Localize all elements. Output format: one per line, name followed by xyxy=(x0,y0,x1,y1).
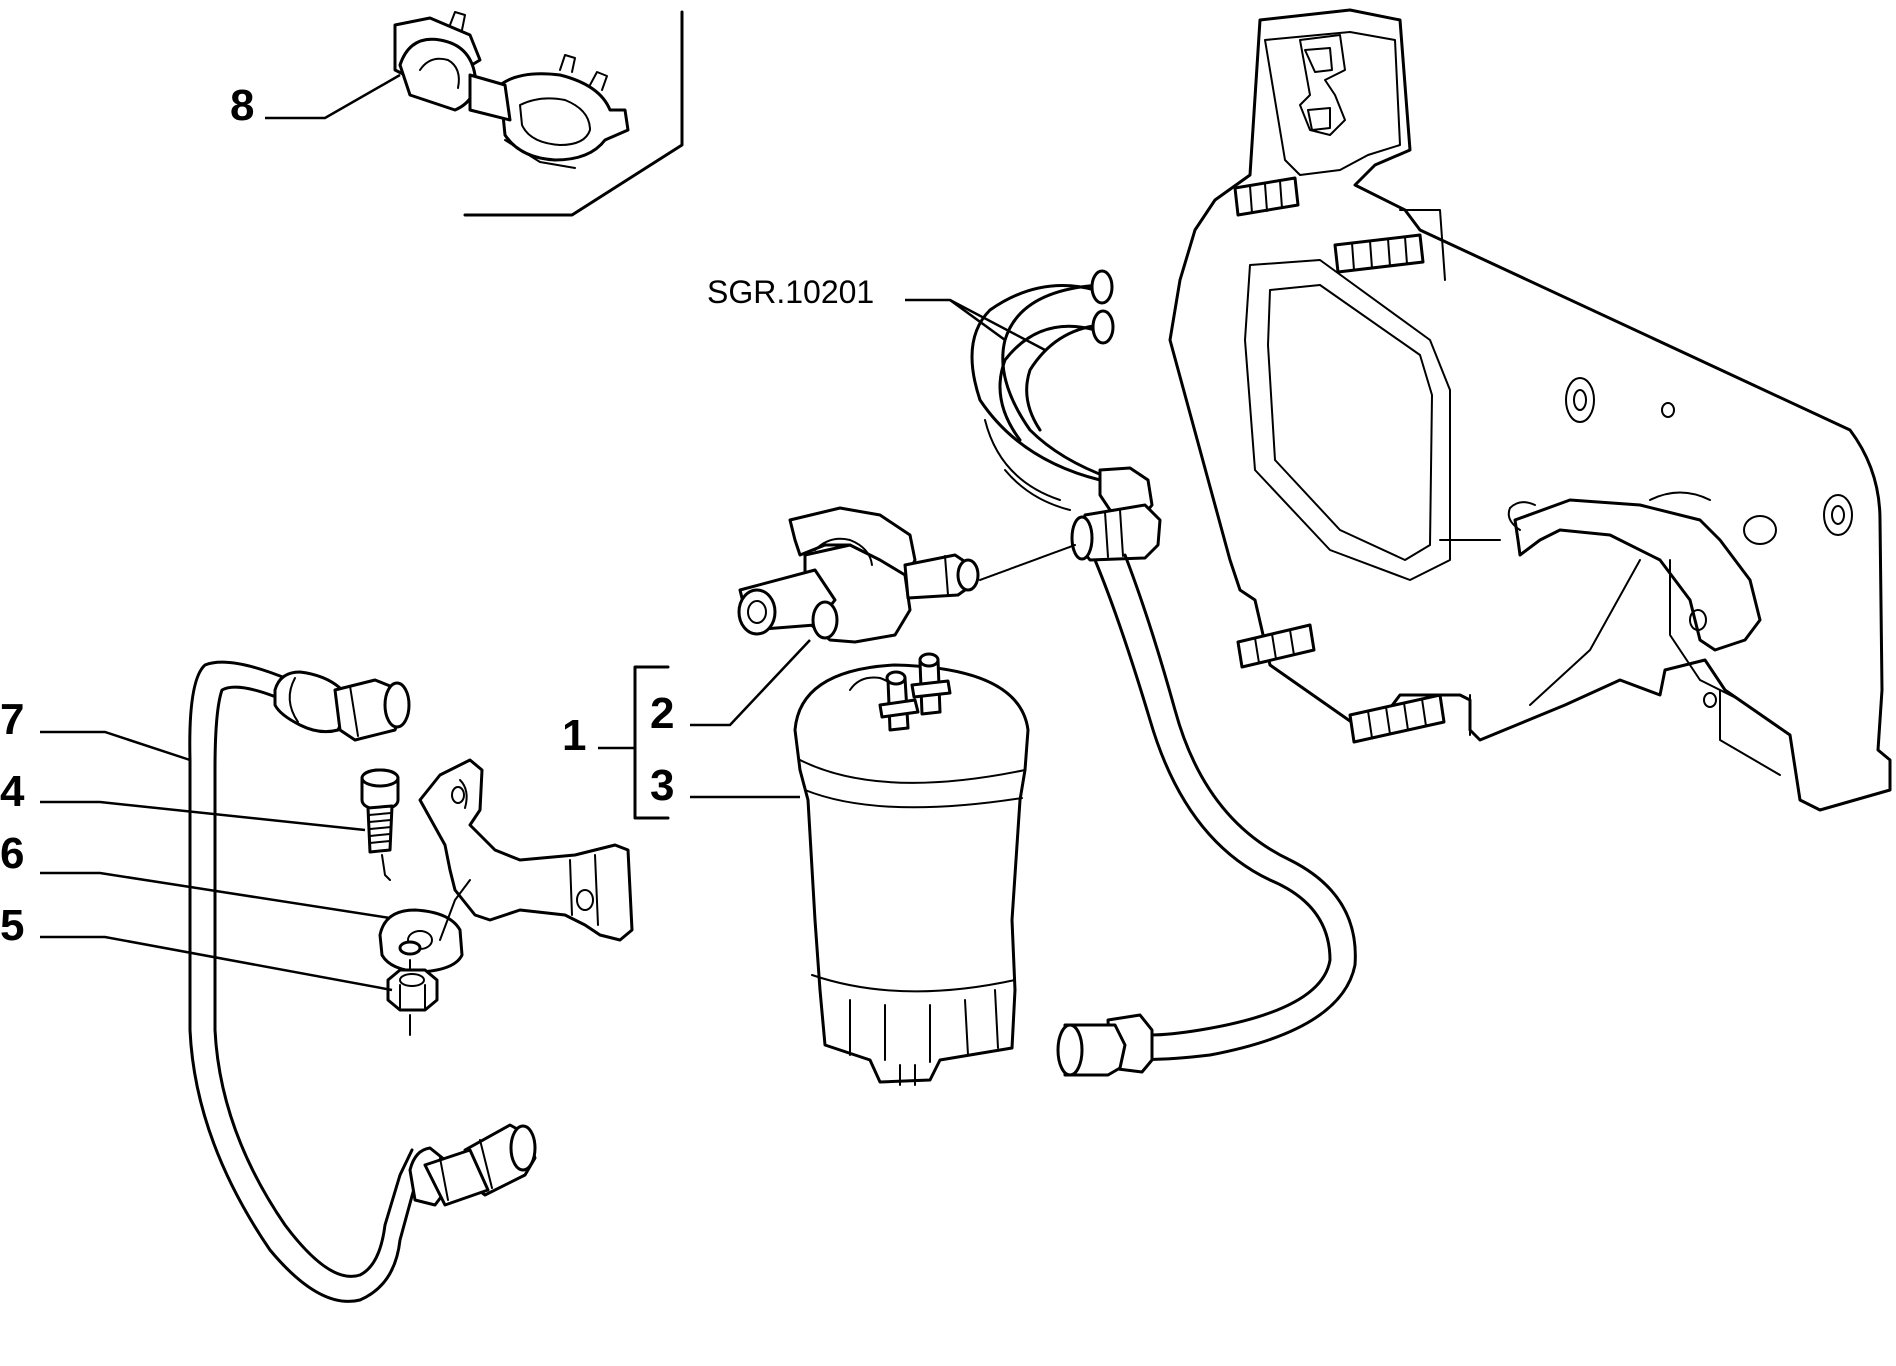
leader-line-6 xyxy=(40,871,391,920)
bracket-stud xyxy=(1236,623,1316,669)
bolt-part-4[interactable] xyxy=(360,768,400,881)
callout-1: 1 xyxy=(562,711,586,760)
bracket-stud xyxy=(1333,233,1425,274)
leader-line-8 xyxy=(265,73,401,120)
bracket-stud xyxy=(1233,176,1300,217)
washer-part-6[interactable] xyxy=(398,940,422,956)
filter-mounting-strap xyxy=(378,758,634,974)
mounting-bracket-plate xyxy=(1168,8,1892,812)
leader-line-5 xyxy=(40,935,393,992)
bracket-stud xyxy=(1348,693,1446,744)
t-connector-part-2[interactable] xyxy=(737,506,1076,644)
callout-6: 6 xyxy=(0,829,24,878)
reference-code-label: SGR.10201 xyxy=(707,274,874,310)
group-bracket-1 xyxy=(633,665,670,820)
callout-4: 4 xyxy=(0,767,25,816)
callout-5: 5 xyxy=(0,901,24,950)
callout-3: 3 xyxy=(650,761,674,810)
leader-line-4 xyxy=(40,800,366,832)
fuel-pipe-part-7[interactable] xyxy=(188,660,537,1303)
leader-line-7 xyxy=(40,730,191,762)
fuel-filter-part-3[interactable] xyxy=(793,652,1030,1086)
pipe-clip-part-8[interactable] xyxy=(393,11,630,169)
callout-2: 2 xyxy=(650,689,674,738)
fuel-hose-assembly-sgr-10201 xyxy=(970,269,1357,1077)
callout-8: 8 xyxy=(230,81,254,130)
leader-line-sgr-2 xyxy=(949,298,1006,342)
inset-bracket-line xyxy=(463,10,684,217)
leader-line-2 xyxy=(690,639,811,727)
nut-part-5[interactable] xyxy=(386,968,439,1012)
callout-7: 7 xyxy=(0,695,24,744)
